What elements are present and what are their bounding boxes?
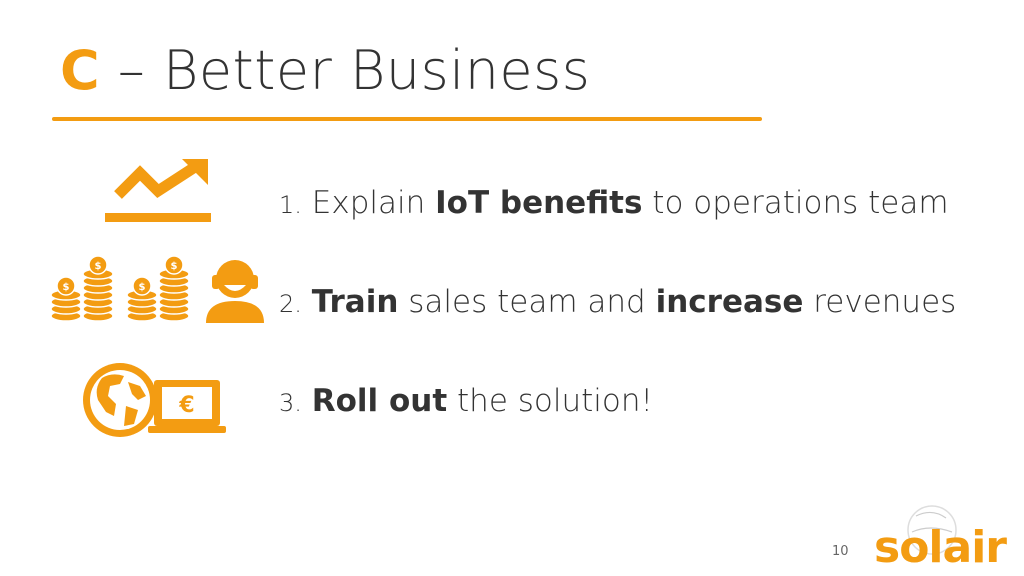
svg-text:$: $ — [63, 282, 70, 293]
item-text: the solution! — [447, 383, 653, 419]
item-emphasis: Roll out — [311, 383, 448, 419]
item-text — [302, 383, 312, 419]
svg-text:$: $ — [171, 261, 178, 272]
item-emphasis: Train — [311, 284, 399, 320]
title-underline — [52, 117, 762, 121]
item-emphasis: increase — [655, 284, 804, 320]
item-text: Explain — [301, 185, 436, 221]
svg-text:$: $ — [139, 282, 146, 293]
title-text: – Better Business — [100, 39, 591, 102]
trending-up-chart-icon — [105, 159, 211, 222]
item-text — [302, 284, 312, 320]
title-letter: C — [60, 39, 101, 102]
solair-logo: solair — [874, 505, 1008, 572]
page-number: 10 — [832, 544, 849, 559]
svg-text:$: $ — [95, 261, 102, 272]
item-number: 3. — [279, 389, 302, 417]
item-text: revenues — [803, 284, 957, 320]
item-number: 2. — [279, 290, 302, 318]
item-text: to operations team — [642, 185, 949, 221]
item-number: 1. — [279, 191, 302, 219]
slide-title: C – Better Business — [60, 36, 590, 106]
item-emphasis: IoT benefits — [435, 185, 643, 221]
globe-laptop-euro-icon: € — [83, 363, 226, 437]
item-text: sales team and — [398, 284, 656, 320]
coins-and-person-icon: $ $ $ $ — [50, 255, 264, 323]
svg-text:solair: solair — [874, 522, 1007, 572]
svg-text:€: € — [178, 393, 194, 418]
list-item-2: 2. Train sales team and increase revenue… — [279, 284, 956, 320]
list-item-1: 1. Explain IoT benefits to operations te… — [279, 185, 949, 221]
list-item-3: 3. Roll out the solution! — [279, 383, 653, 419]
